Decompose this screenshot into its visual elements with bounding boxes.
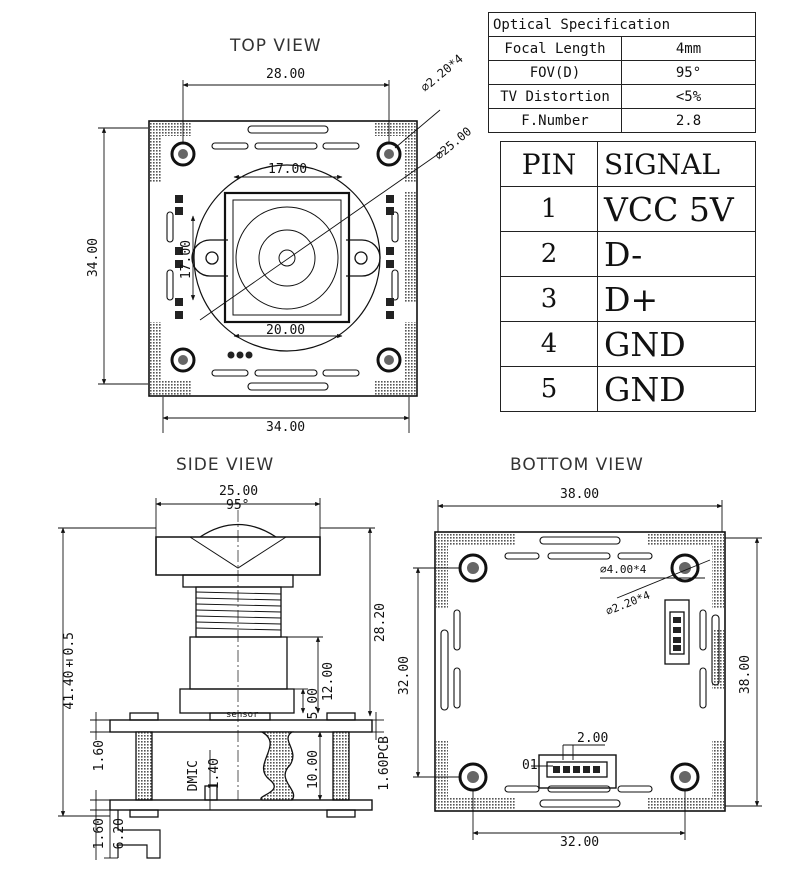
optical-value: 2.8: [621, 108, 756, 133]
side-dim-total-height: 41.40±0.5: [62, 632, 77, 710]
bottom-view: [413, 500, 762, 840]
optical-value: 4mm: [621, 36, 756, 61]
side-view-title: SIDE VIEW: [176, 455, 275, 475]
optical-spec-title: Optical Specification: [488, 12, 756, 37]
pin-signal: GND: [597, 366, 756, 412]
side-view: [58, 498, 384, 860]
side-dim-lens-dia: 25.00: [219, 484, 259, 499]
side-dim-fov: 95°: [226, 498, 250, 513]
signal-header: SIGNAL: [597, 141, 756, 187]
bottom-dim-holes-height: 32.00: [397, 656, 412, 696]
bottom-pin1-label: 01: [522, 758, 538, 773]
bottom-dim-height: 38.00: [738, 655, 753, 695]
optical-label: FOV(D): [488, 60, 622, 85]
pin-signal: GND: [597, 321, 756, 367]
optical-label: Focal Length: [488, 36, 622, 61]
bottom-dim-width: 38.00: [560, 487, 600, 502]
side-dim-barrel: 12.00: [321, 662, 336, 702]
top-dim-height: 34.00: [86, 238, 101, 278]
side-dim-lens-height: 28.20: [373, 603, 388, 643]
bottom-dim-pad-dia: ⌀4.00*4: [600, 563, 647, 576]
top-view: [98, 80, 445, 433]
side-dim-pcb-right: 1.60PCB: [377, 736, 392, 791]
pin-number: 2: [500, 231, 598, 277]
side-dim-connector: 6.20: [112, 818, 127, 850]
top-dim-lens-base: 20.00: [266, 323, 306, 338]
pin-number: 3: [500, 276, 598, 322]
top-view-title: TOP VIEW: [230, 36, 322, 56]
optical-label: TV Distortion: [488, 84, 622, 109]
pin-signal: D+: [597, 276, 756, 322]
pin-number: 5: [500, 366, 598, 412]
top-dim-lens-height: 17.00: [179, 240, 194, 280]
side-dim-holder: 5.00: [306, 688, 321, 720]
side-dim-pcb-left: 1.60: [92, 740, 107, 772]
optical-value: 95°: [621, 60, 756, 85]
pin-signal: D-: [597, 231, 756, 277]
side-dim-dmic: 1.40: [207, 758, 222, 790]
bottom-board: [434, 531, 726, 812]
pin-signal: VCC 5V: [597, 186, 756, 232]
side-sensor-label: sensor: [226, 710, 259, 720]
top-lens-holder: [223, 191, 351, 324]
pin-header: PIN: [500, 141, 598, 187]
bottom-dim-pitch: 2.00: [577, 731, 609, 746]
bottom-view-title: BOTTOM VIEW: [510, 455, 644, 475]
optical-label: F.Number: [488, 108, 622, 133]
side-dmic-label: DMIC: [186, 760, 201, 792]
top-dim-lens-width: 17.00: [268, 162, 308, 177]
side-dim-spacer: 10.00: [306, 750, 321, 790]
bottom-dim-holes-width: 32.00: [560, 835, 600, 850]
optical-value: <5%: [621, 84, 756, 109]
top-dim-width: 34.00: [266, 420, 306, 435]
side-dim-pcb-bottom: 1.60: [92, 818, 107, 850]
top-mount-holes: [170, 141, 402, 373]
pin-number: 4: [500, 321, 598, 367]
top-dim-holes-width: 28.00: [266, 67, 306, 82]
pin-number: 1: [500, 186, 598, 232]
